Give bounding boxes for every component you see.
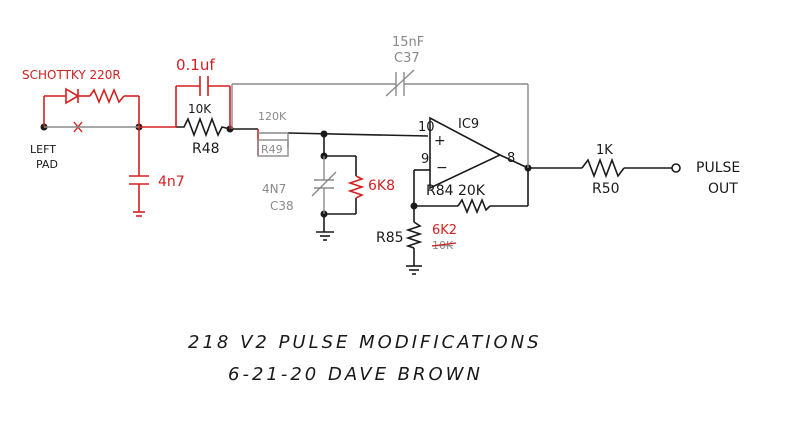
title-line-2: 6-21-20 DAVE BROWN [228,364,483,385]
r48-value-label: 10K [188,102,212,116]
r-6k8-label: 6K8 [368,178,395,194]
r85-resistor [405,221,423,249]
minus-label: − [436,160,448,176]
pin9-label: 9 [421,152,429,167]
strike-line [431,242,457,247]
ic9-label: IC9 [458,117,479,132]
pin10-label: 10 [418,120,435,135]
r49-label: R49 [261,143,283,156]
c37-value-label: 15nF [392,35,424,50]
title-line-1: 218 V2 PULSE MODIFICATIONS [188,332,542,353]
pin8-label: 8 [507,151,515,166]
c-4n7-red-label: 4n7 [158,174,185,190]
r50-value-label: 1K [596,143,613,158]
gray-removed-parts [44,69,529,214]
c38-value-label: 4N7 [262,182,286,196]
r84-label: R84 20K [426,183,486,199]
left-pad-label-2: PAD [36,158,58,171]
r85-label: R85 [376,230,404,246]
c37-label: C37 [394,51,420,66]
r50-label: R50 [592,181,620,197]
r50-resistor [581,157,625,179]
cap-01uf-label: 0.1uf [176,56,215,74]
black-wiring [230,116,681,275]
r-10k-struck-label: 10K [432,239,454,252]
plus-label: + [434,133,446,149]
r84-resistor [457,197,491,215]
r-6k2-label: 6K2 [432,223,457,238]
r49-value-label: 120K [258,110,287,123]
r48-resistor [176,116,231,138]
red-modifications [43,76,365,217]
c38-label: C38 [270,199,294,213]
pulse-out-label-2: OUT [708,181,738,197]
r48-label: R48 [192,141,220,157]
schottky-label: SCHOTTKY 220R [22,68,121,82]
pulse-out-label-1: PULSE [696,160,740,176]
left-pad-label-1: LEFT [30,143,56,156]
